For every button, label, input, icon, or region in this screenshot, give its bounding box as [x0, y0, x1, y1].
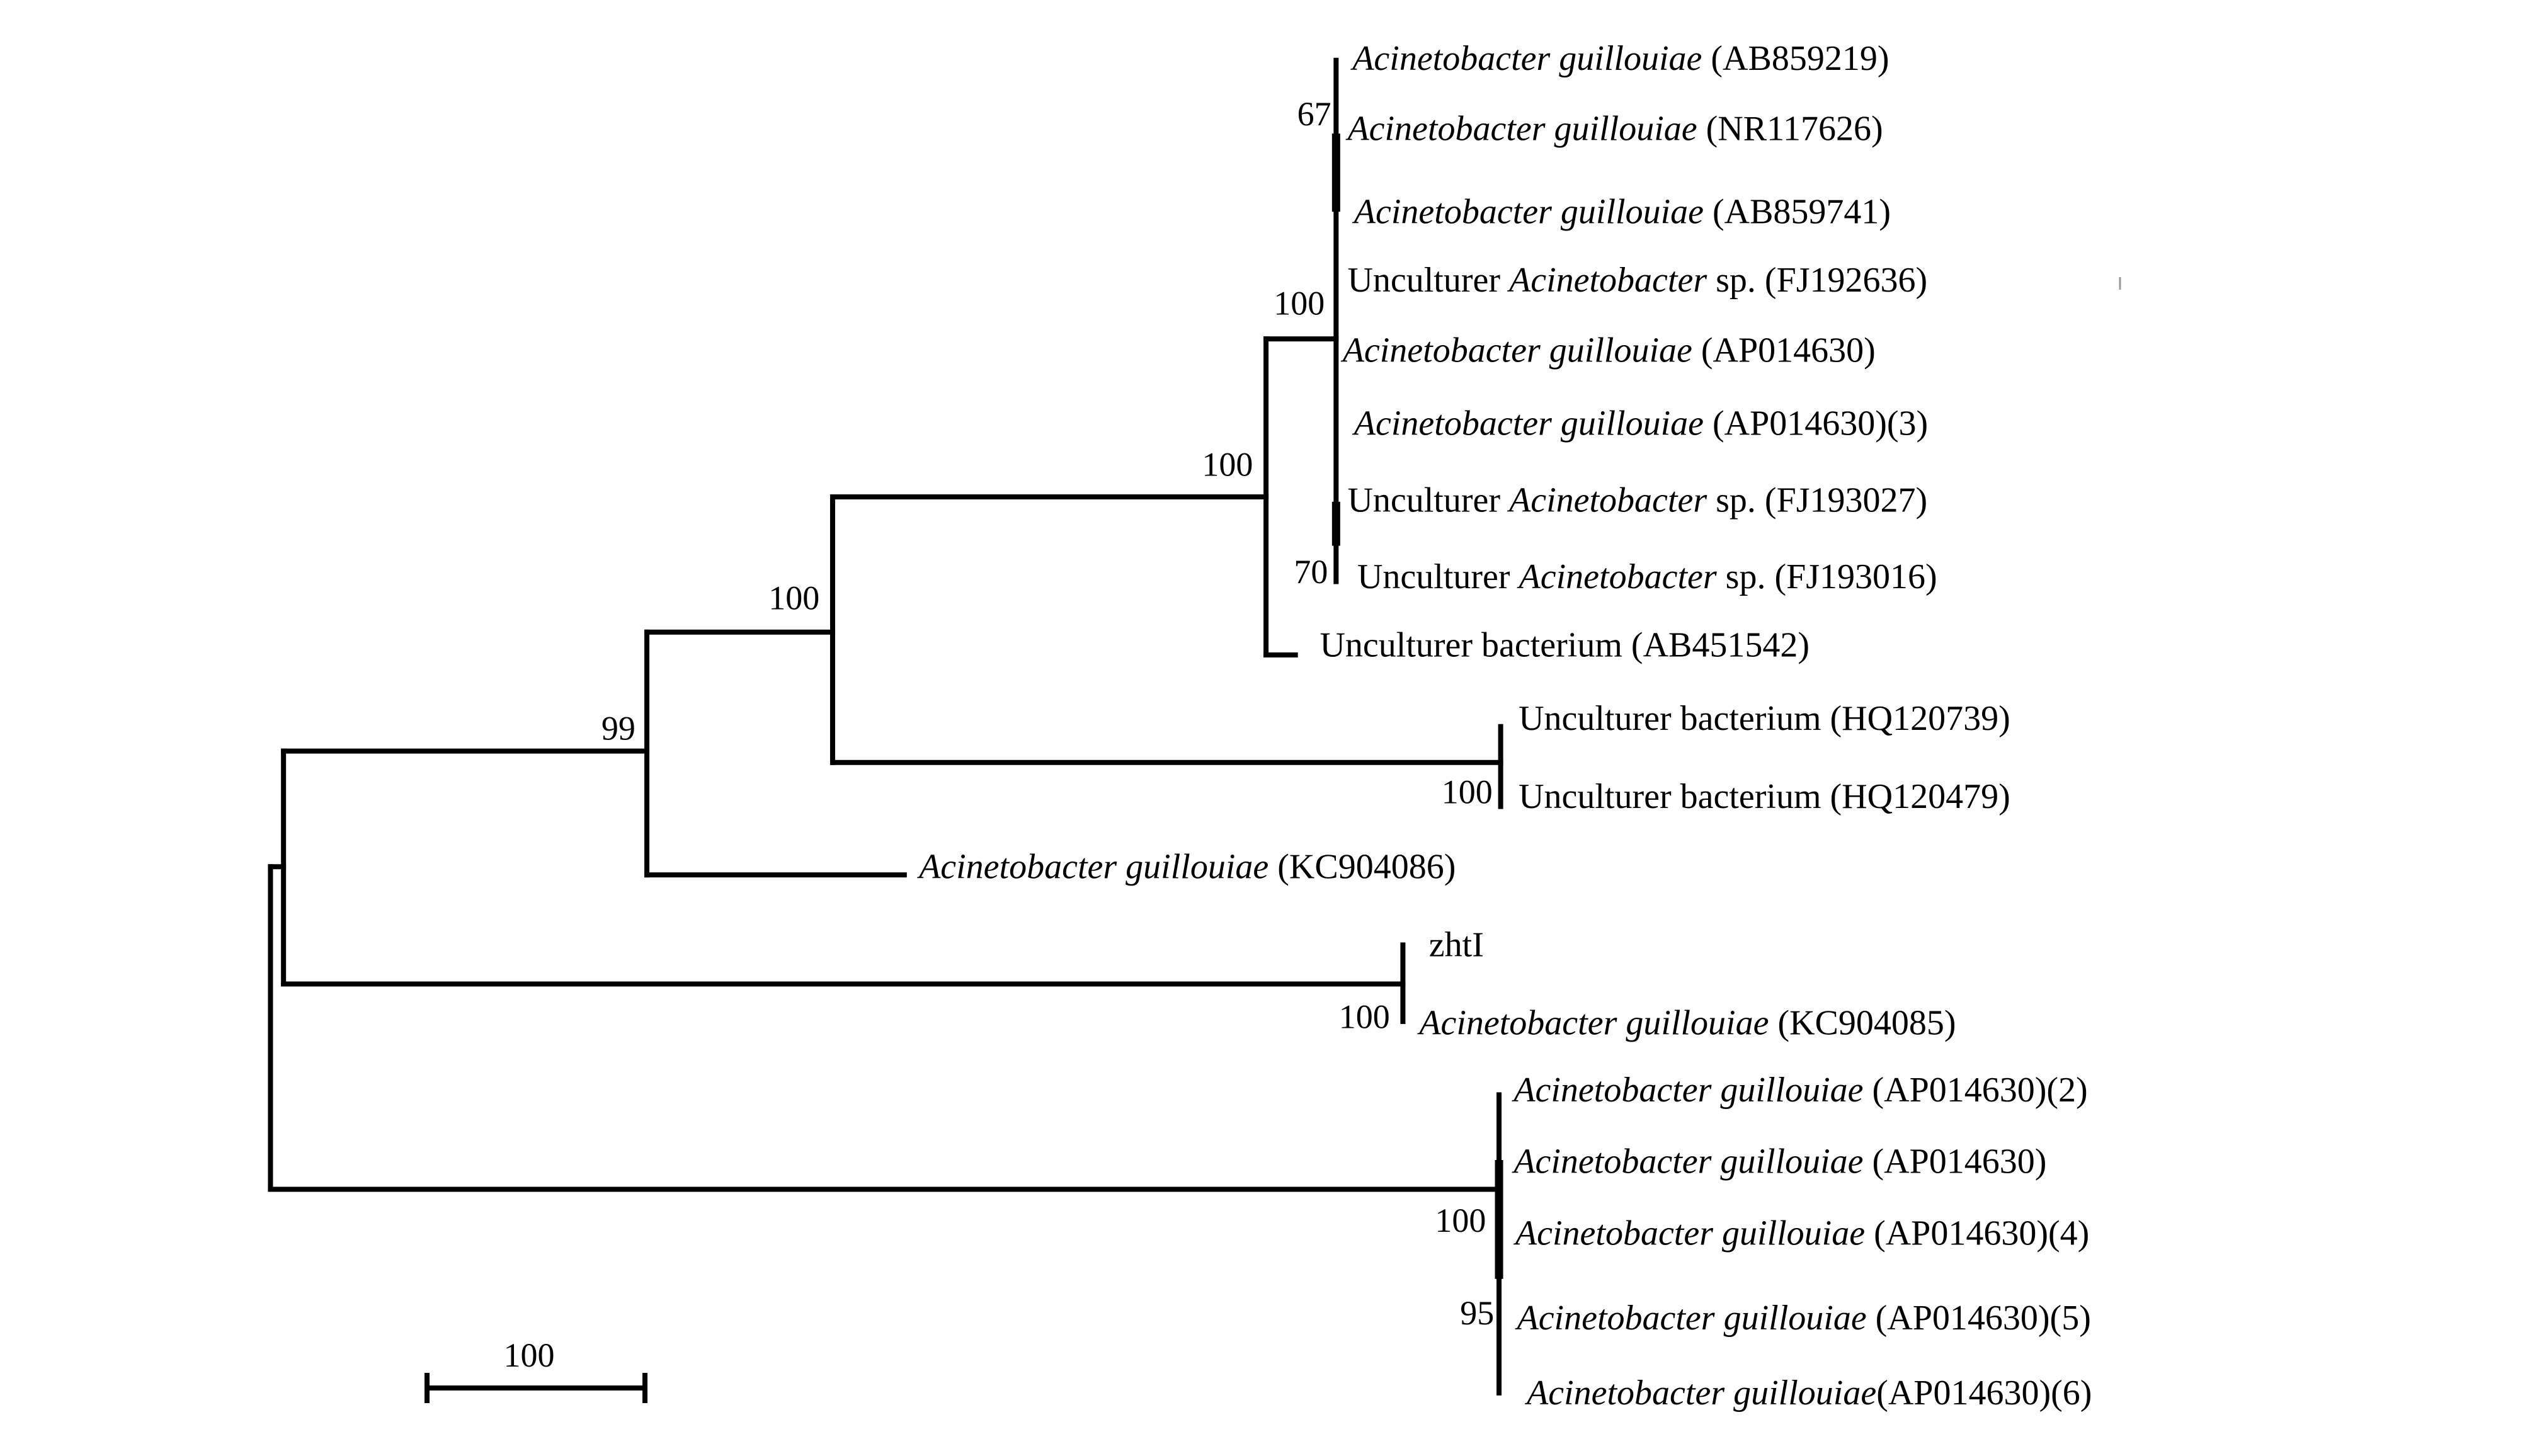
taxon-species: Acinetobacter guillouiae — [1511, 1071, 1863, 1110]
scale-bar-label: 100 — [504, 1336, 555, 1374]
taxon-label: Unculturer bacterium (AB451542) — [1319, 626, 1810, 665]
taxon-species: Acinetobacter guillouiae — [1416, 1004, 1769, 1043]
bootstrap-value: 100 — [1339, 998, 1390, 1035]
taxon-species: Acinetobacter guillouiae — [1524, 1374, 1876, 1413]
taxon-accession: (AP014630)(5) — [1867, 1299, 2091, 1338]
taxon-accession: (AP014630)(3) — [1704, 404, 1928, 443]
taxon-name: zhtI — [1429, 926, 1484, 965]
taxon-accession: (AB859219) — [1702, 39, 1889, 78]
taxon-species: Acinetobacter guillouiae — [1511, 1142, 1863, 1181]
taxon-species: Acinetobacter guillouiae — [916, 847, 1268, 886]
taxon-name: Unculturer — [1357, 557, 1519, 596]
taxon-name: Unculturer bacterium (HQ120739) — [1519, 699, 2010, 738]
taxon-label: Unculturer bacterium (HQ120479) — [1519, 777, 2010, 816]
taxon-label: Acinetobacter guillouiae (AB859219) — [1350, 39, 1889, 78]
taxon-label: Acinetobacter guillouiae (AP014630)(3) — [1352, 404, 1928, 443]
bootstrap-value: 100 — [1442, 773, 1493, 810]
taxon-label: Acinetobacter guillouiae (NR117626) — [1345, 109, 1883, 148]
scale-bar: 100 — [425, 1336, 647, 1403]
taxon-label: zhtI — [1429, 926, 1484, 965]
taxon-label: Unculturer bacterium (HQ120739) — [1519, 699, 2010, 738]
taxon-accession: (AP014630)(4) — [1865, 1214, 2089, 1253]
taxon-accession: (NR117626) — [1697, 109, 1883, 148]
taxon-accession: sp. (FJ193027) — [1707, 481, 1927, 520]
bootstrap-value: 95 — [1460, 1294, 1494, 1332]
taxon-species: Acinetobacter — [1517, 557, 1717, 596]
taxon-species: Acinetobacter guillouiae — [1352, 192, 1704, 231]
taxon-accession: (AP014630)(2) — [1864, 1071, 2088, 1110]
taxon-label: Acinetobacter guillouiae(AP014630)(6) — [1524, 1374, 2092, 1413]
taxon-label: Acinetobacter guillouiae (AP014630)(4) — [1513, 1214, 2089, 1253]
bootstrap-labels: 67 100 70 100 100 99 100 100 100 95 — [601, 95, 1494, 1332]
bootstrap-value: 99 — [601, 709, 636, 747]
taxon-label: Unculturer Acinetobacter sp. (FJ193016) — [1357, 557, 1937, 596]
taxon-labels: Acinetobacter guillouiae (AB859219)Acine… — [916, 39, 2092, 1413]
bootstrap-value: 100 — [1274, 284, 1325, 322]
taxon-label: Unculturer Acinetobacter sp. (FJ193027) — [1347, 481, 1927, 520]
taxon-species: Acinetobacter guillouiae — [1513, 1214, 1865, 1253]
tree-branches — [268, 57, 1503, 1396]
taxon-label: Acinetobacter guillouiae (KC904086) — [916, 847, 1456, 886]
bootstrap-value: 67 — [1297, 95, 1331, 133]
taxon-name: Unculturer bacterium (HQ120479) — [1519, 777, 2010, 816]
taxon-accession: (AP014630) — [1692, 331, 1876, 370]
taxon-name: Unculturer — [1347, 261, 1509, 300]
bootstrap-value: 100 — [768, 579, 819, 617]
taxon-name: Unculturer bacterium (AB451542) — [1319, 626, 1810, 665]
taxon-species: Acinetobacter guillouiae — [1352, 404, 1704, 443]
taxon-label: Acinetobacter guillouiae (AP014630) — [1340, 331, 1876, 370]
bootstrap-value: 70 — [1294, 553, 1328, 591]
taxon-label: Acinetobacter guillouiae (AP014630) — [1511, 1142, 2046, 1181]
taxon-species: Acinetobacter guillouiae — [1340, 331, 1692, 370]
taxon-label: Unculturer Acinetobacter sp. (FJ192636) — [1347, 261, 1927, 300]
bootstrap-value: 100 — [1435, 1202, 1486, 1239]
taxon-label: Acinetobacter guillouiae (AB859741) — [1352, 192, 1891, 231]
taxon-label: Acinetobacter guillouiae (AP014630)(2) — [1511, 1071, 2087, 1110]
bootstrap-value: 100 — [1202, 445, 1253, 483]
taxon-species: Acinetobacter — [1507, 481, 1707, 520]
taxon-accession: (AP014630) — [1864, 1142, 2047, 1181]
taxon-accession: sp. (FJ193016) — [1717, 557, 1937, 596]
taxon-accession: (AB859741) — [1704, 192, 1891, 231]
taxon-species: Acinetobacter — [1507, 261, 1707, 300]
taxon-accession: (KC904085) — [1769, 1004, 1956, 1043]
taxon-accession: (KC904086) — [1268, 847, 1456, 886]
taxon-label: Acinetobacter guillouiae (KC904085) — [1416, 1004, 1956, 1043]
taxon-name: Unculturer — [1347, 481, 1509, 520]
taxon-species: Acinetobacter guillouiae — [1350, 39, 1702, 78]
taxon-accession: sp. (FJ192636) — [1707, 261, 1927, 300]
taxon-species: Acinetobacter guillouiae — [1345, 109, 1697, 148]
taxon-accession: (AP014630)(6) — [1876, 1374, 2092, 1413]
taxon-species: Acinetobacter guillouiae — [1514, 1299, 1866, 1338]
taxon-label: Acinetobacter guillouiae (AP014630)(5) — [1514, 1299, 2090, 1338]
